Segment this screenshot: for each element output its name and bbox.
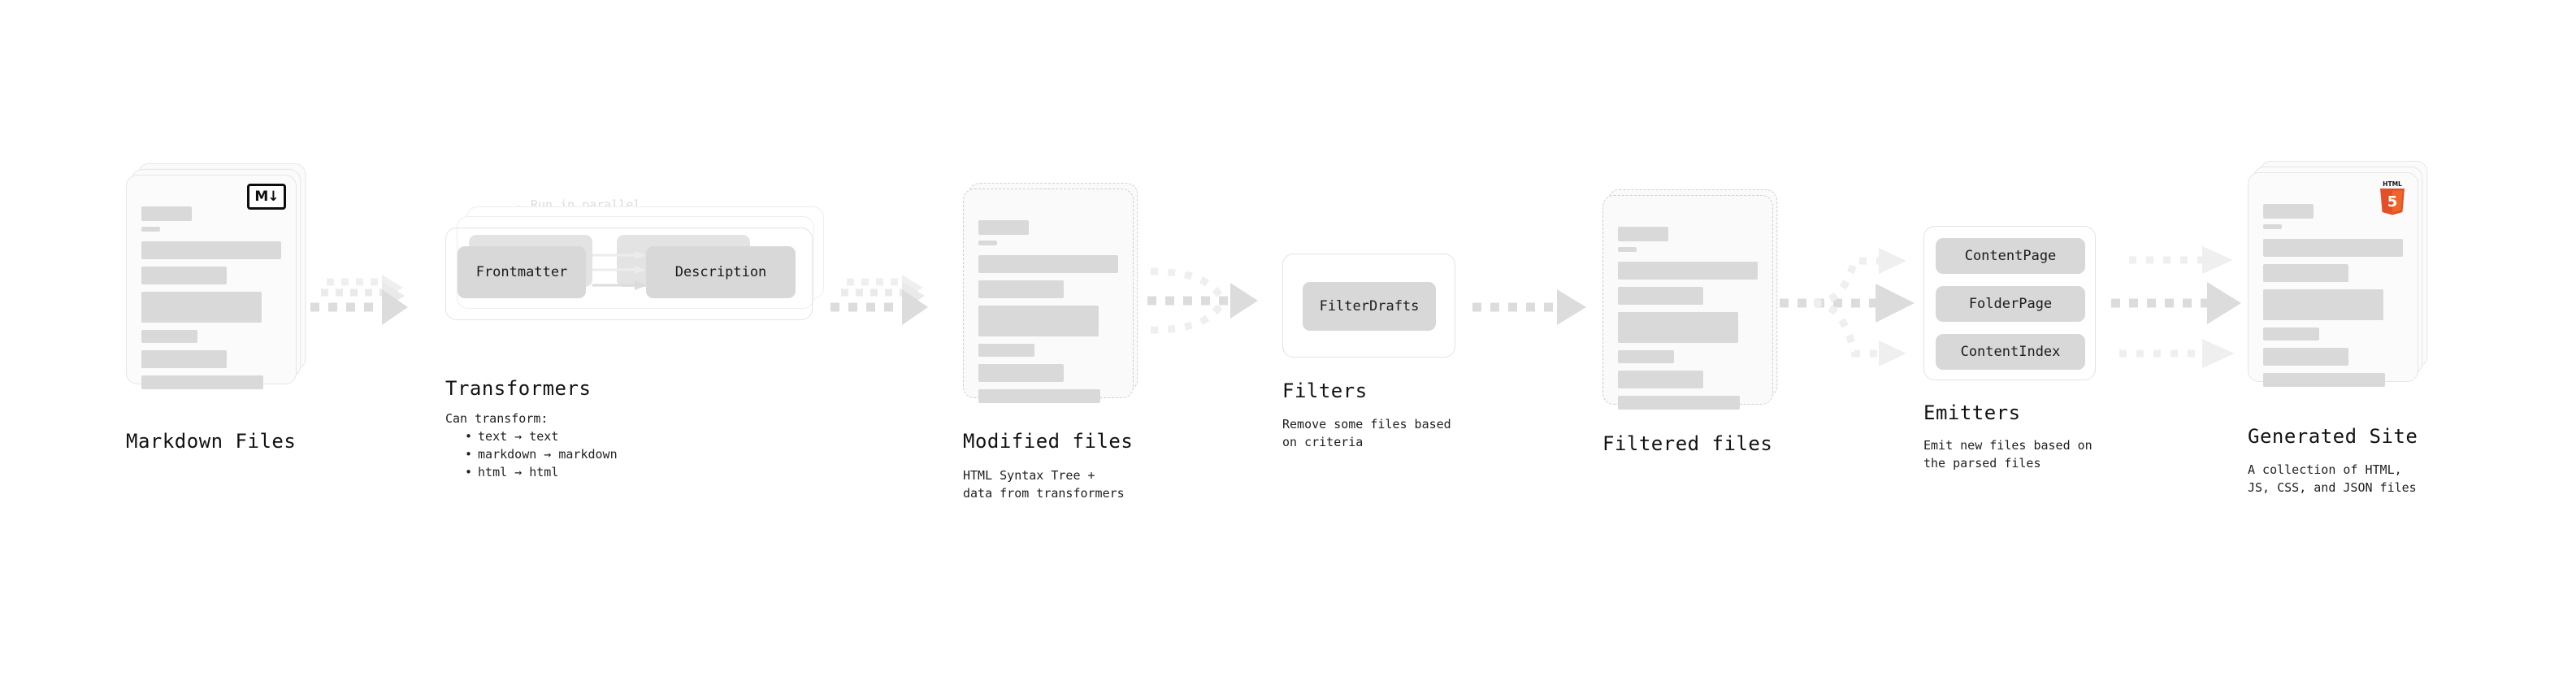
emitters-box: ContentPage FolderPage ContentIndex <box>1923 226 2096 380</box>
skeleton-bar <box>141 206 192 221</box>
skeleton-bar <box>1618 350 1674 363</box>
skeleton-bar <box>141 375 263 389</box>
skeleton-bar <box>1618 396 1740 410</box>
skeleton-bar <box>2263 204 2314 219</box>
svg-text:HTML: HTML <box>2383 180 2402 188</box>
skeleton-bar <box>1618 312 1738 343</box>
skeleton-bar <box>978 255 1118 273</box>
emitter-chip-folderpage[interactable]: FolderPage <box>1936 286 2085 322</box>
stage-title-modified-files: Modified files <box>963 430 1134 453</box>
stage-title-filtered-files: Filtered files <box>1602 432 1773 455</box>
skeleton-bar <box>141 330 197 343</box>
skeleton-bar <box>141 350 227 368</box>
skeleton-bar <box>2263 348 2348 366</box>
skeleton-bar <box>141 241 281 259</box>
modified-card-front[interactable] <box>963 189 1134 403</box>
list-item: text → text <box>465 428 618 446</box>
skeleton-bar <box>978 364 1064 382</box>
skeleton-bar <box>1618 371 1703 388</box>
filters-box: FilterDrafts <box>1282 254 1455 358</box>
connector-modified-to-filters <box>1147 267 1258 334</box>
skeleton-bar <box>2263 327 2319 340</box>
skeleton-lines <box>1618 227 1758 415</box>
site-card-front[interactable]: HTML 5 <box>2248 172 2418 387</box>
stage-subtitle-transformers: Can transform: <box>445 411 549 426</box>
connector-filters-to-filtered <box>1472 289 1586 325</box>
connector-transformers-to-modified <box>830 275 928 325</box>
filter-chip-filterdrafts[interactable]: FilterDrafts <box>1303 282 1436 331</box>
skeleton-bar <box>141 227 160 232</box>
markdown-card-front[interactable]: M↓ <box>126 175 297 389</box>
stage-title-generated-site: Generated Site <box>2248 425 2418 448</box>
emitter-chip-contentindex[interactable]: ContentIndex <box>1936 334 2085 370</box>
skeleton-bar <box>1618 227 1668 241</box>
skeleton-bar <box>978 389 1100 403</box>
skeleton-bar <box>141 292 262 323</box>
stage-title-transformers: Transformers <box>445 377 592 400</box>
skeleton-bar <box>1618 262 1758 280</box>
transformer-chip-description[interactable]: Description <box>646 246 796 298</box>
connector-markdown-to-transformers <box>310 275 408 325</box>
connector-filtered-to-emitters <box>1780 248 1915 367</box>
stage-subtitle-modified-files: HTML Syntax Tree + data from transformer… <box>963 468 1125 501</box>
markdown-mark-text: M↓ <box>254 188 279 205</box>
skeleton-bar <box>978 306 1099 336</box>
stage-subtitle-filters: Remove some files based on criteria <box>1282 417 1451 449</box>
list-item: html → html <box>465 464 618 482</box>
skeleton-lines <box>978 220 1118 409</box>
stage-subtitle-generated-site: A collection of HTML, JS, CSS, and JSON … <box>2248 462 2417 495</box>
skeleton-bar <box>978 220 1029 235</box>
skeleton-lines <box>2263 204 2403 393</box>
skeleton-bar <box>2263 289 2383 320</box>
markdown-icon: M↓ <box>247 184 286 210</box>
skeleton-bar <box>1618 247 1637 252</box>
stage-subtitle-emitters: Emit new files based on the parsed files <box>1923 438 2092 471</box>
skeleton-bar <box>141 267 227 284</box>
filtered-card-front[interactable] <box>1602 195 1773 410</box>
svg-text:5: 5 <box>2387 193 2398 210</box>
html5-icon: HTML 5 <box>2376 180 2409 219</box>
transformers-capability-list: text → text markdown → markdown html → h… <box>452 428 618 481</box>
skeleton-bar <box>978 344 1034 357</box>
skeleton-bar <box>2263 264 2348 282</box>
transformer-chip-frontmatter[interactable]: Frontmatter <box>458 246 586 298</box>
stage-title-markdown-files: Markdown Files <box>126 430 297 453</box>
list-item: markdown → markdown <box>465 446 618 464</box>
skeleton-bar <box>2263 224 2282 229</box>
emitter-chip-contentpage[interactable]: ContentPage <box>1936 238 2085 274</box>
html5-shield-icon: HTML 5 <box>2380 180 2405 215</box>
skeleton-bar <box>2263 373 2385 387</box>
skeleton-lines <box>141 206 281 395</box>
skeleton-bar <box>978 241 997 245</box>
transformer-inner-arrows <box>592 251 648 290</box>
stage-title-emitters: Emitters <box>1923 401 2021 424</box>
stage-title-filters: Filters <box>1282 380 1368 402</box>
connector-emitters-to-site <box>2111 246 2241 368</box>
skeleton-bar <box>1618 287 1703 305</box>
skeleton-bar <box>2263 239 2403 257</box>
transformer-box: Frontmatter Description <box>445 228 813 320</box>
skeleton-bar <box>978 280 1064 298</box>
